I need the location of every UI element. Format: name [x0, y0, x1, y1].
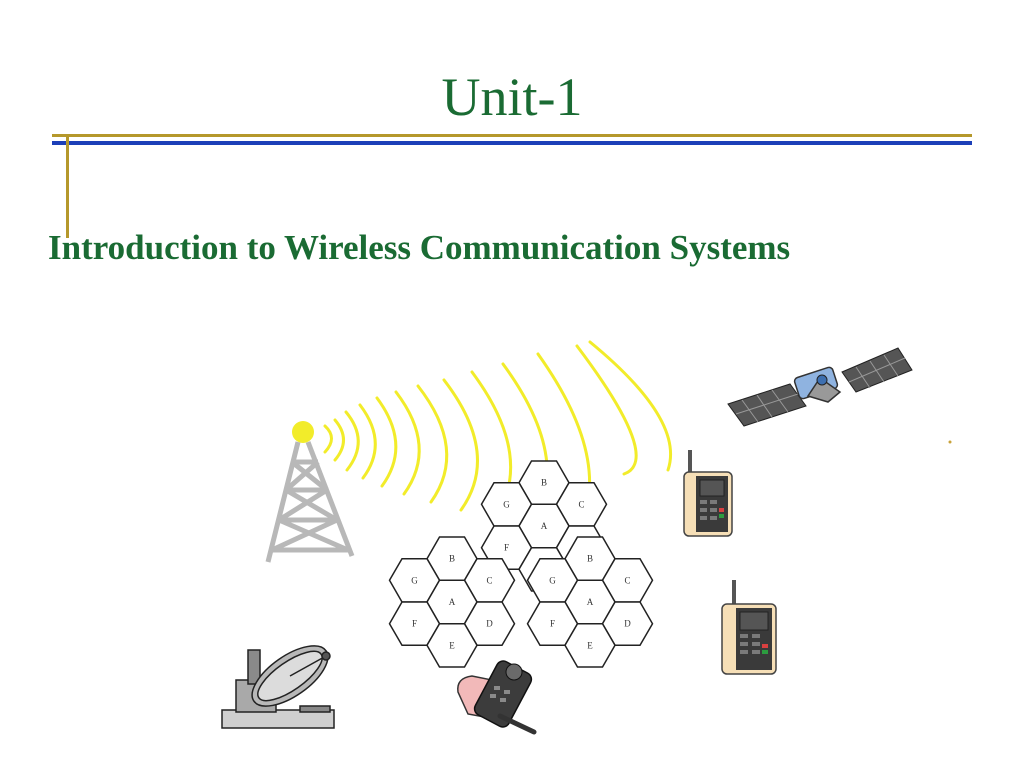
- hex-cell-label: B: [587, 554, 593, 564]
- blue-rule: [52, 141, 972, 145]
- hex-cell-label: G: [549, 575, 556, 585]
- hex-cell: [426, 622, 478, 668]
- hex-cell: [564, 622, 616, 668]
- hex-cell-label: E: [449, 640, 455, 650]
- slide-subtitle: Introduction to Wireless Communication S…: [48, 228, 791, 267]
- mobile-phone-icon: [457, 660, 537, 735]
- hex-cell-label: F: [550, 619, 555, 629]
- hex-cell-label: C: [486, 575, 492, 585]
- hex-cell-label: B: [449, 554, 455, 564]
- hex-cell-label: F: [504, 543, 509, 553]
- hex-cell-label: A: [541, 521, 548, 531]
- satellite-icon: [727, 347, 913, 427]
- gold-rule: [52, 134, 972, 137]
- hex-cell-label: G: [411, 575, 418, 585]
- cellular-hex-grid-icon: BGCAFDEBGCAFDEBGCAFDE: [388, 460, 654, 668]
- hex-cell-label: G: [503, 499, 510, 509]
- hex-cell-label: D: [486, 619, 493, 629]
- satellite-dish-icon: [221, 645, 335, 729]
- walkie-talkie-icon: [683, 450, 733, 537]
- hex-cell-label: E: [587, 640, 593, 650]
- stray-dot: [948, 440, 952, 444]
- hex-cell-label: C: [578, 499, 584, 509]
- hex-cell-label: C: [624, 575, 630, 585]
- antenna-tower-icon: [265, 421, 355, 563]
- hex-cell-label: A: [587, 597, 594, 607]
- hex-cell-label: A: [449, 597, 456, 607]
- vertical-rule: [66, 134, 69, 238]
- slide-title: Unit-1: [441, 67, 583, 127]
- hex-cell-label: B: [541, 478, 547, 488]
- hex-cell-label: F: [412, 619, 417, 629]
- hex-cell-label: D: [624, 619, 631, 629]
- walkie-talkie-icon: [721, 580, 777, 675]
